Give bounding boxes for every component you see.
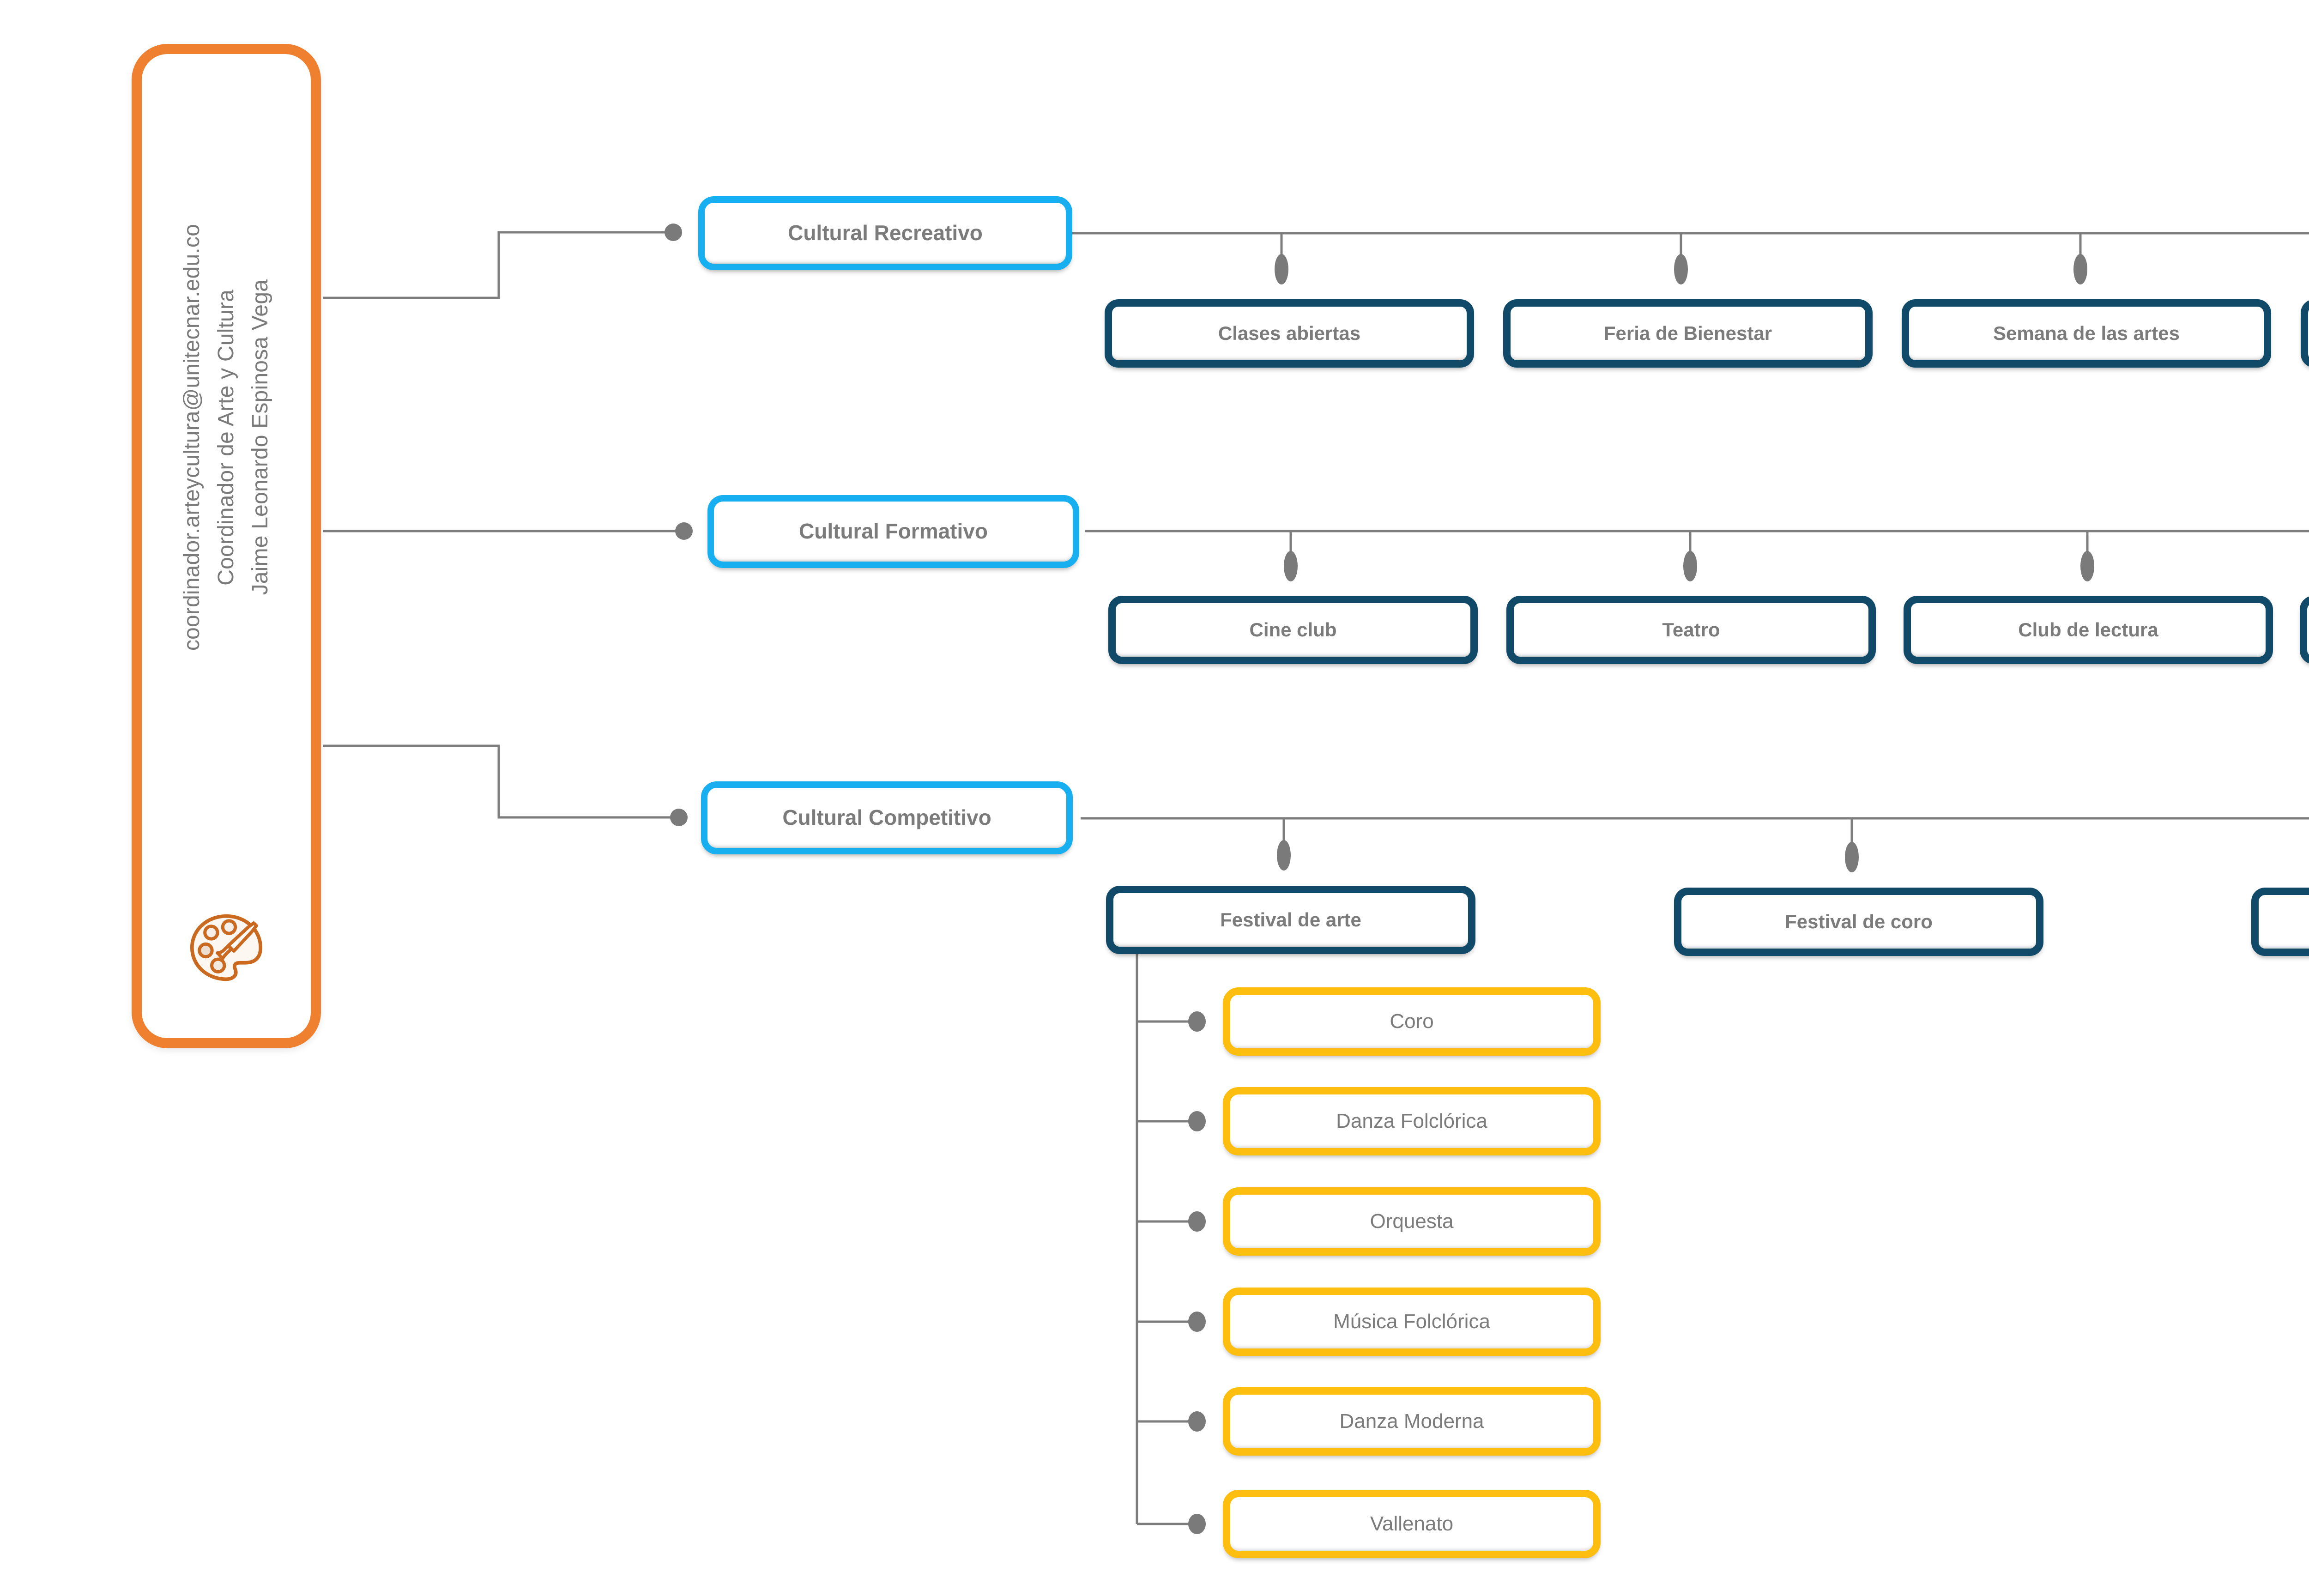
node-concurso-de-escritura[interactable]: Concurso de Escritura bbox=[2251, 888, 2309, 956]
node-semana-de-las-artes-2[interactable]: Semana de las artes bbox=[2301, 299, 2309, 368]
node-musica-folclorica[interactable]: Música Folclórica bbox=[1223, 1288, 1601, 1356]
node-festival-de-coro[interactable]: Festival de coro bbox=[1674, 888, 2043, 956]
node-vallenato[interactable]: Vallenato bbox=[1223, 1490, 1601, 1558]
branch-label: Cultural Formativo bbox=[799, 519, 988, 544]
palette-icon bbox=[190, 914, 263, 981]
node-cine-club[interactable]: Cine club bbox=[1108, 596, 1478, 664]
node-label: Feria de Bienestar bbox=[1603, 322, 1772, 345]
node-semana-de-las-artes-1[interactable]: Semana de las artes bbox=[1902, 299, 2271, 368]
branch-cultural-recreativo[interactable]: Cultural Recreativo bbox=[698, 196, 1072, 270]
node-clases-abiertas[interactable]: Clases abiertas bbox=[1105, 299, 1474, 368]
contact-name: Jaime Leonardo Espinosa Vega bbox=[248, 279, 272, 595]
branch-cultural-formativo[interactable]: Cultural Formativo bbox=[707, 495, 1079, 568]
contact-vertical-text: Jaime Leonardo Espinosa Vega Coordinador… bbox=[142, 54, 311, 821]
node-label: Orquesta bbox=[1370, 1210, 1454, 1233]
node-teatro[interactable]: Teatro bbox=[1506, 596, 1876, 664]
contact-email: coordinador.arteycultura@unitecnar.edu.c… bbox=[180, 224, 204, 651]
node-label: Festival de arte bbox=[1220, 909, 1361, 931]
node-label: Cine club bbox=[1249, 619, 1337, 641]
node-danza-folclorica[interactable]: Danza Folclórica bbox=[1223, 1087, 1601, 1155]
node-danza-moderna[interactable]: Danza Moderna bbox=[1223, 1387, 1601, 1456]
node-label: Teatro bbox=[1662, 619, 1720, 641]
branch-cultural-competitivo[interactable]: Cultural Competitivo bbox=[701, 781, 1073, 854]
node-label: Música Folclórica bbox=[1333, 1310, 1490, 1333]
node-label: Festival de coro bbox=[1785, 911, 1933, 933]
branch-label: Cultural Competitivo bbox=[782, 805, 991, 830]
node-label: Semana de las artes bbox=[1993, 322, 2180, 345]
contact-role: Coordinador de Arte y Cultura bbox=[214, 289, 238, 586]
node-label: Coro bbox=[1390, 1010, 1434, 1033]
node-musica[interactable]: Música bbox=[2300, 596, 2309, 664]
node-label: Club de lectura bbox=[2018, 619, 2158, 641]
node-label: Vallenato bbox=[1370, 1512, 1454, 1536]
contact-sidebar: Jaime Leonardo Espinosa Vega Coordinador… bbox=[132, 44, 321, 1048]
node-label: Clases abiertas bbox=[1218, 322, 1361, 345]
node-festival-de-arte[interactable]: Festival de arte bbox=[1106, 886, 1475, 954]
palette-icon-wrap bbox=[142, 907, 311, 994]
node-orquesta[interactable]: Orquesta bbox=[1223, 1187, 1601, 1256]
node-label: Danza Moderna bbox=[1339, 1410, 1484, 1433]
node-label: Danza Folclórica bbox=[1336, 1110, 1487, 1133]
node-club-de-lectura[interactable]: Club de lectura bbox=[1904, 596, 2273, 664]
node-coro[interactable]: Coro bbox=[1223, 987, 1601, 1056]
node-feria-de-bienestar[interactable]: Feria de Bienestar bbox=[1503, 299, 1873, 368]
branch-label: Cultural Recreativo bbox=[788, 221, 983, 245]
